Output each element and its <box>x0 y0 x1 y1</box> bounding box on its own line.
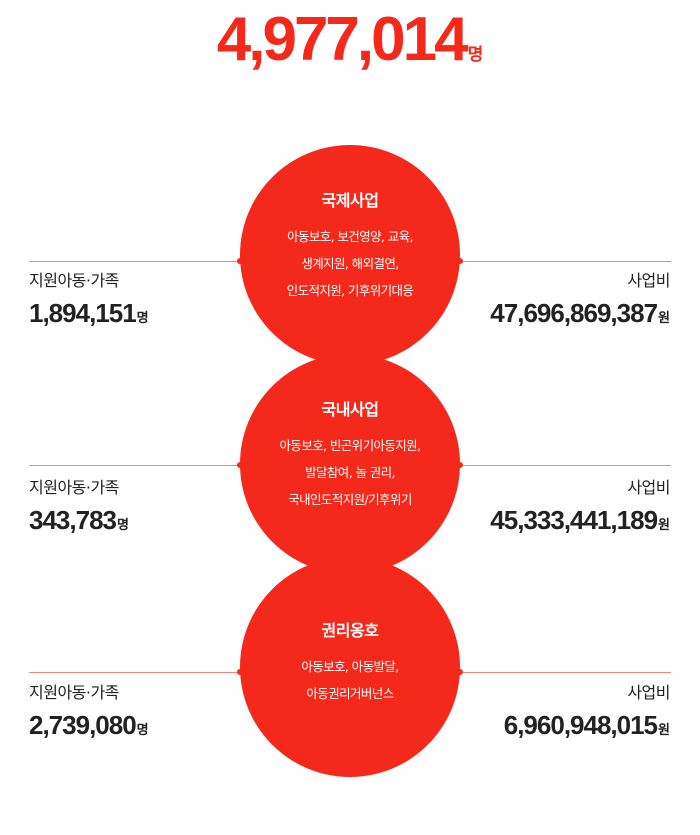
children-label: 지원아동·가족 <box>29 271 119 290</box>
connector-dot <box>237 462 243 468</box>
circle-title: 국제사업 <box>321 191 379 210</box>
connector-line-right <box>458 261 671 262</box>
circle-description: 아동보호, 빈곤위기아동지원, 발달참여, 놀 권리, 국내인도적지원/기후위기 <box>279 438 422 507</box>
budget-value-row: 45,333,441,189원 <box>490 504 670 541</box>
budget-value: 45,333,441,189 <box>490 505 658 535</box>
budget-stat: 사업비 45,333,441,189원 <box>490 478 670 541</box>
circle-advocacy: 권리옹호 아동보호, 아동발달, 아동권리거버넌스 <box>240 557 460 777</box>
children-value-row: 1,894,151명 <box>29 297 149 334</box>
circle-description: 아동보호, 아동발달, 아동권리거버넌스 <box>301 659 399 701</box>
children-value-row: 2,739,080명 <box>29 709 149 746</box>
budget-unit: 원 <box>658 310 670 325</box>
budget-label: 사업비 <box>627 478 670 497</box>
children-stat: 지원아동·가족 1,894,151명 <box>29 271 149 334</box>
children-value: 2,739,080 <box>29 710 137 740</box>
budget-stat: 사업비 47,696,869,387원 <box>490 271 670 334</box>
circle-title: 국내사업 <box>321 400 379 419</box>
connector-dot <box>237 258 243 264</box>
children-value: 1,894,151 <box>29 298 137 328</box>
connector-dot <box>457 462 463 468</box>
budget-unit: 원 <box>658 517 670 532</box>
connector-line-left <box>29 261 242 262</box>
children-value: 343,783 <box>29 505 117 535</box>
budget-value-row: 47,696,869,387원 <box>490 297 670 334</box>
budget-value-row: 6,960,948,015원 <box>504 709 670 746</box>
children-unit: 명 <box>136 310 149 325</box>
budget-stat: 사업비 6,960,948,015원 <box>504 683 671 746</box>
budget-label: 사업비 <box>627 271 670 290</box>
connector-line-right <box>458 672 671 673</box>
total-value: 4,977,014 <box>216 5 469 74</box>
connector-line-left <box>29 465 242 466</box>
children-label: 지원아동·가족 <box>29 683 119 702</box>
children-unit: 명 <box>136 722 149 737</box>
circle-international: 국제사업 아동보호, 보건영양, 교육, 생계지원, 해외결연, 인도적지원, … <box>240 145 460 365</box>
children-unit: 명 <box>116 517 129 532</box>
budget-label: 사업비 <box>627 683 670 702</box>
children-value-row: 343,783명 <box>29 504 129 541</box>
circle-description: 아동보호, 보건영양, 교육, 생계지원, 해외결연, 인도적지원, 기후위기대… <box>286 229 414 298</box>
budget-value: 6,960,948,015 <box>503 710 658 740</box>
connector-dot <box>457 669 463 675</box>
total-unit: 명 <box>467 45 484 65</box>
circle-domestic: 국내사업 아동보호, 빈곤위기아동지원, 발달참여, 놀 권리, 국내인도적지원… <box>240 354 460 574</box>
children-label: 지원아동·가족 <box>29 478 119 497</box>
children-stat: 지원아동·가족 2,739,080명 <box>29 683 149 746</box>
budget-value: 47,696,869,387 <box>490 298 658 328</box>
budget-unit: 원 <box>658 722 670 737</box>
children-stat: 지원아동·가족 343,783명 <box>29 478 129 541</box>
connector-dot <box>237 669 243 675</box>
circle-title: 권리옹호 <box>321 621 379 640</box>
connector-line-right <box>458 465 671 466</box>
connector-dot <box>457 258 463 264</box>
connector-line-left <box>29 672 242 673</box>
